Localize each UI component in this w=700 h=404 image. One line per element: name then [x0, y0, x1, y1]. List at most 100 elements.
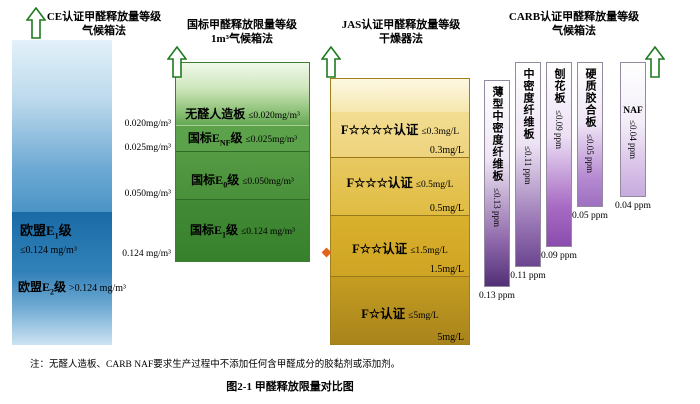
carb-bar-hardwood-plywood-text: 硬质胶合板 ≤0.05 ppm: [581, 68, 599, 173]
jas-f1-label: F☆认证: [361, 307, 406, 321]
carb-bar-hardwood-plywood: 硬质胶合板 ≤0.05 ppm: [577, 62, 603, 207]
ce-e1-name-post: 级: [58, 223, 72, 238]
carb-bar-thin-mdf-limit: ≤0.13 ppm: [492, 188, 502, 227]
gb-e1-name-pre: 国标E: [189, 223, 222, 238]
jas-f4-tick: 0.3mg/L: [429, 145, 464, 156]
carb-bar-mdf-limit: ≤0.11 ppm: [523, 146, 533, 185]
jas-f4-band: F☆☆☆☆认证 ≤0.3mg/L 0.3mg/L: [331, 112, 469, 157]
gb-e1-band: 国标E1级 ≤0.124 mg/m³: [176, 199, 309, 261]
carb-header-line1: CARB认证甲醛释放量等级: [508, 11, 640, 23]
ce-column: 欧盟E1级 ≤0.124 mg/m³ 欧盟E2级 >0.124 mg/m³: [12, 40, 126, 345]
scale-label-0025: 0.025mg/m³: [124, 143, 171, 153]
ce-up-arrow-icon: [26, 7, 46, 39]
ce-header: CE认证甲醛释放量等级 气候箱法: [24, 10, 184, 38]
jas-header: JAS认证甲醛释放量等级 干燥器法: [326, 18, 476, 46]
ce-e2-band: 欧盟E2级 >0.124 mg/m³: [12, 270, 126, 345]
ce-header-line1: CE认证甲醛释放量等级: [46, 11, 162, 23]
ce-e2-name: 欧盟E2级: [18, 278, 66, 296]
jas-f4-label: F☆☆☆☆认证: [340, 123, 419, 137]
jas-f2-label: F☆☆认证: [352, 242, 408, 256]
jas-up-arrow-icon: [321, 46, 341, 78]
carb-header-line2: 气候箱法: [552, 25, 596, 37]
carb-bar-thin-mdf-text: 薄型中密度纤维板 ≤0.13 ppm: [488, 86, 506, 227]
gb-column: 无醛人造板 ≤0.020mg/m³ 国标ENF级 ≤0.025mg/m³ 国标E…: [175, 62, 310, 262]
carb-bar-thin-mdf-name: 薄型中密度纤维板: [491, 86, 503, 182]
jas-upper-band: [331, 79, 469, 112]
carb-bar-mdf-name: 中密度纤维板: [522, 68, 534, 140]
gb-enf-name: 国标ENF级: [188, 129, 243, 147]
jas-f2-tick: 1.5mg/L: [429, 264, 464, 275]
jas-header-line1: JAS认证甲醛释放量等级: [341, 19, 461, 31]
gb-nf-label: 无醛人造板: [185, 107, 246, 121]
ce-header-line2: 气候箱法: [82, 25, 126, 37]
jas-f3-tick: 0.5mg/L: [429, 203, 464, 214]
gb-enf-name-sub: NF: [219, 138, 231, 148]
ce-upper-band: [12, 40, 112, 212]
gb-e0-limit: ≤0.050mg/m³: [242, 177, 294, 188]
jas-f2-band: F☆☆认证 ≤1.5mg/L 1.5mg/L: [331, 215, 469, 276]
gb-nf-limit: ≤0.020mg/m³: [248, 111, 300, 121]
ce-e2-name-post: 级: [54, 280, 67, 294]
jas-f3-band: F☆☆☆认证 ≤0.5mg/L 0.5mg/L: [331, 157, 469, 215]
jas-f1-tick: 5mg/L: [437, 332, 464, 343]
figure-note: 注：无醛人造板、CARB NAF要求生产过程中不添加任何含甲醛成分的胶黏剂或添加…: [30, 360, 401, 370]
gb-header-line2: 1m³气候箱法: [211, 33, 273, 45]
gb-enf-name-post: 级: [230, 131, 243, 146]
carb-value-naf: 0.04 ppm: [615, 201, 651, 211]
ce-e2-name-pre: 欧盟E: [18, 280, 51, 294]
ce-e1-name: 欧盟E1级: [20, 220, 112, 241]
ce-e2-limit: >0.124 mg/m³: [69, 283, 127, 294]
jas-f4-limit: ≤0.3mg/L: [421, 127, 460, 137]
jas-f3-limit: ≤0.5mg/L: [415, 180, 454, 190]
carb-bar-particleboard-limit: ≤0.09 ppm: [554, 110, 564, 149]
carb-bar-hardwood-plywood-name: 硬质胶合板: [584, 68, 596, 128]
carb-value-hardwood-plywood: 0.05 ppm: [572, 211, 608, 221]
carb-bar-mdf: 中密度纤维板 ≤0.11 ppm: [515, 62, 541, 267]
gb-e0-name-pre: 国标E: [191, 173, 224, 188]
gb-enf-name-pre: 国标E: [187, 131, 220, 146]
gb-e1-name-post: 级: [226, 223, 239, 238]
ce-e2-name-sub: 2: [50, 287, 55, 297]
gb-e0-name: 国标E0级: [191, 171, 239, 189]
gb-e0-band: 国标E0级 ≤0.050mg/m³: [176, 151, 309, 199]
carb-bar-particleboard-text: 刨花板 ≤0.09 ppm: [550, 68, 568, 149]
jas-f1-limit: ≤5mg/L: [408, 311, 439, 321]
carb-value-thin-mdf: 0.13 ppm: [479, 291, 515, 301]
carb-bar-thin-mdf: 薄型中密度纤维板 ≤0.13 ppm: [484, 80, 510, 287]
jas-f2-limit: ≤1.5mg/L: [410, 246, 448, 256]
gb-header: 国标甲醛释放限量等级 1m³气候箱法: [172, 18, 312, 46]
gb-e1-limit: ≤0.124 mg/m³: [241, 227, 295, 238]
figure-caption: 图2-1 甲醛释放限量对比图: [226, 381, 354, 393]
ce-e1-limit: ≤0.124 mg/m³: [20, 244, 77, 256]
gb-enf-limit: ≤0.025mg/m³: [245, 135, 298, 146]
carb-bar-naf-name: NAF: [623, 106, 643, 117]
carb-bar-hardwood-plywood-limit: ≤0.05 ppm: [585, 134, 595, 173]
gb-enf-band: 国标ENF级 ≤0.025mg/m³: [176, 125, 309, 151]
scale-label-0050: 0.050mg/m³: [124, 189, 171, 199]
gb-e0-name-sub: 0: [223, 180, 228, 190]
carb-header: CARB认证甲醛释放量等级 气候箱法: [478, 10, 670, 38]
carb-up-arrow-icon: [645, 46, 665, 78]
jas-f1-band: F☆认证 ≤5mg/L 5mg/L: [331, 276, 469, 344]
scale-label-0124: 0.124 mg/m³: [122, 249, 171, 259]
scale-label-0020: 0.020mg/m³: [124, 119, 171, 129]
gb-header-line1: 国标甲醛释放限量等级: [187, 19, 297, 31]
carb-bar-mdf-text: 中密度纤维板 ≤0.11 ppm: [519, 68, 537, 185]
jas-f3-label: F☆☆☆认证: [346, 176, 413, 190]
jas-header-line2: 干燥器法: [379, 33, 423, 45]
gb-e1-name-sub: 1: [222, 230, 226, 240]
ce-e1-name-pre: 欧盟E: [20, 223, 55, 238]
carb-bar-particleboard-name: 刨花板: [553, 68, 565, 104]
gb-e0-name-post: 级: [227, 173, 240, 188]
gb-e1-name: 国标E1级: [190, 221, 238, 239]
jas-column: F☆☆☆☆认证 ≤0.3mg/L 0.3mg/L F☆☆☆认证 ≤0.5mg/L…: [330, 78, 470, 345]
carb-bar-naf-limit: ≤0.04 ppm: [628, 120, 638, 159]
ce-e1-name-sub: 1: [54, 231, 59, 241]
ce-e1-band: 欧盟E1级 ≤0.124 mg/m³: [12, 212, 112, 270]
gb-up-arrow-icon: [167, 46, 187, 78]
carb-value-mdf: 0.11 ppm: [510, 271, 546, 281]
carb-value-particleboard: 0.09 ppm: [541, 251, 577, 261]
carb-bar-particleboard: 刨花板 ≤0.09 ppm: [546, 62, 572, 247]
carb-bar-naf: NAF ≤0.04 ppm: [620, 62, 646, 197]
